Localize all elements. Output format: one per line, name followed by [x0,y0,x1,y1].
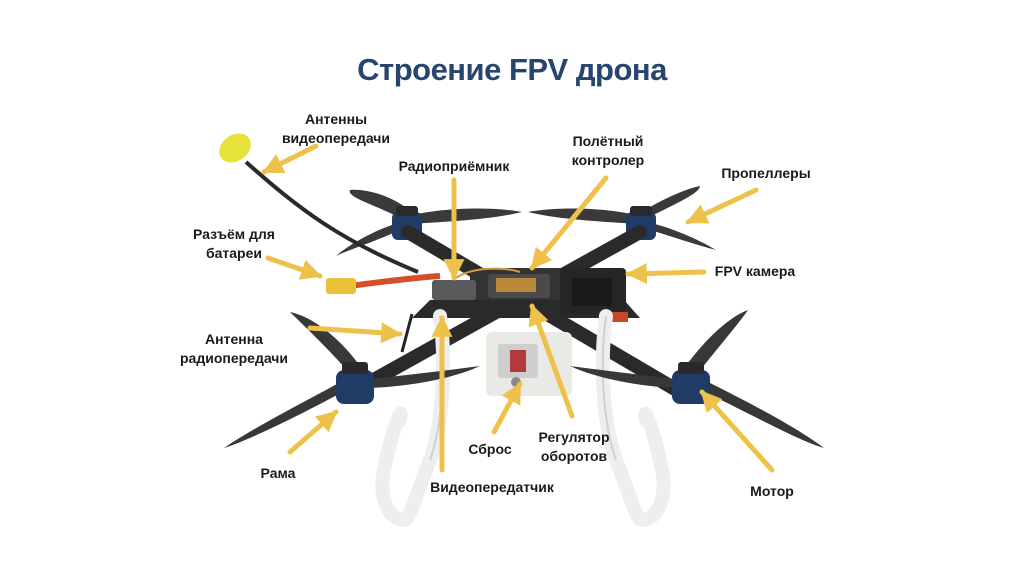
label-flight-controller: Полётный контролер [548,132,668,170]
motor-front-left [336,362,374,404]
arrow-video-antenna [264,146,316,172]
label-reset: Сброс [458,440,522,459]
battery-lead [326,276,440,294]
label-fpv-camera: FPV камера [700,262,810,281]
label-receiver: Радиоприёмник [384,157,524,176]
label-motor: Мотор [740,482,804,501]
label-video-antenna: Антенны видеопередачи [266,110,406,148]
arrow-frame [290,412,336,452]
fpv-camera-cage [560,268,628,322]
label-esc: Регулятор оборотов [526,428,622,466]
label-radio-antenna: Антенна радиопередачи [164,330,304,368]
arrow-propellers [688,190,756,222]
drone-illustration [214,128,824,520]
label-frame: Рама [246,464,310,483]
label-video-transmitter: Видеопередатчик [410,478,574,497]
label-battery-connector: Разъём для батареи [184,225,284,263]
radio-antenna [402,314,412,352]
label-propellers: Пропеллеры [706,164,826,183]
arrow-fpv-camera [628,272,704,274]
